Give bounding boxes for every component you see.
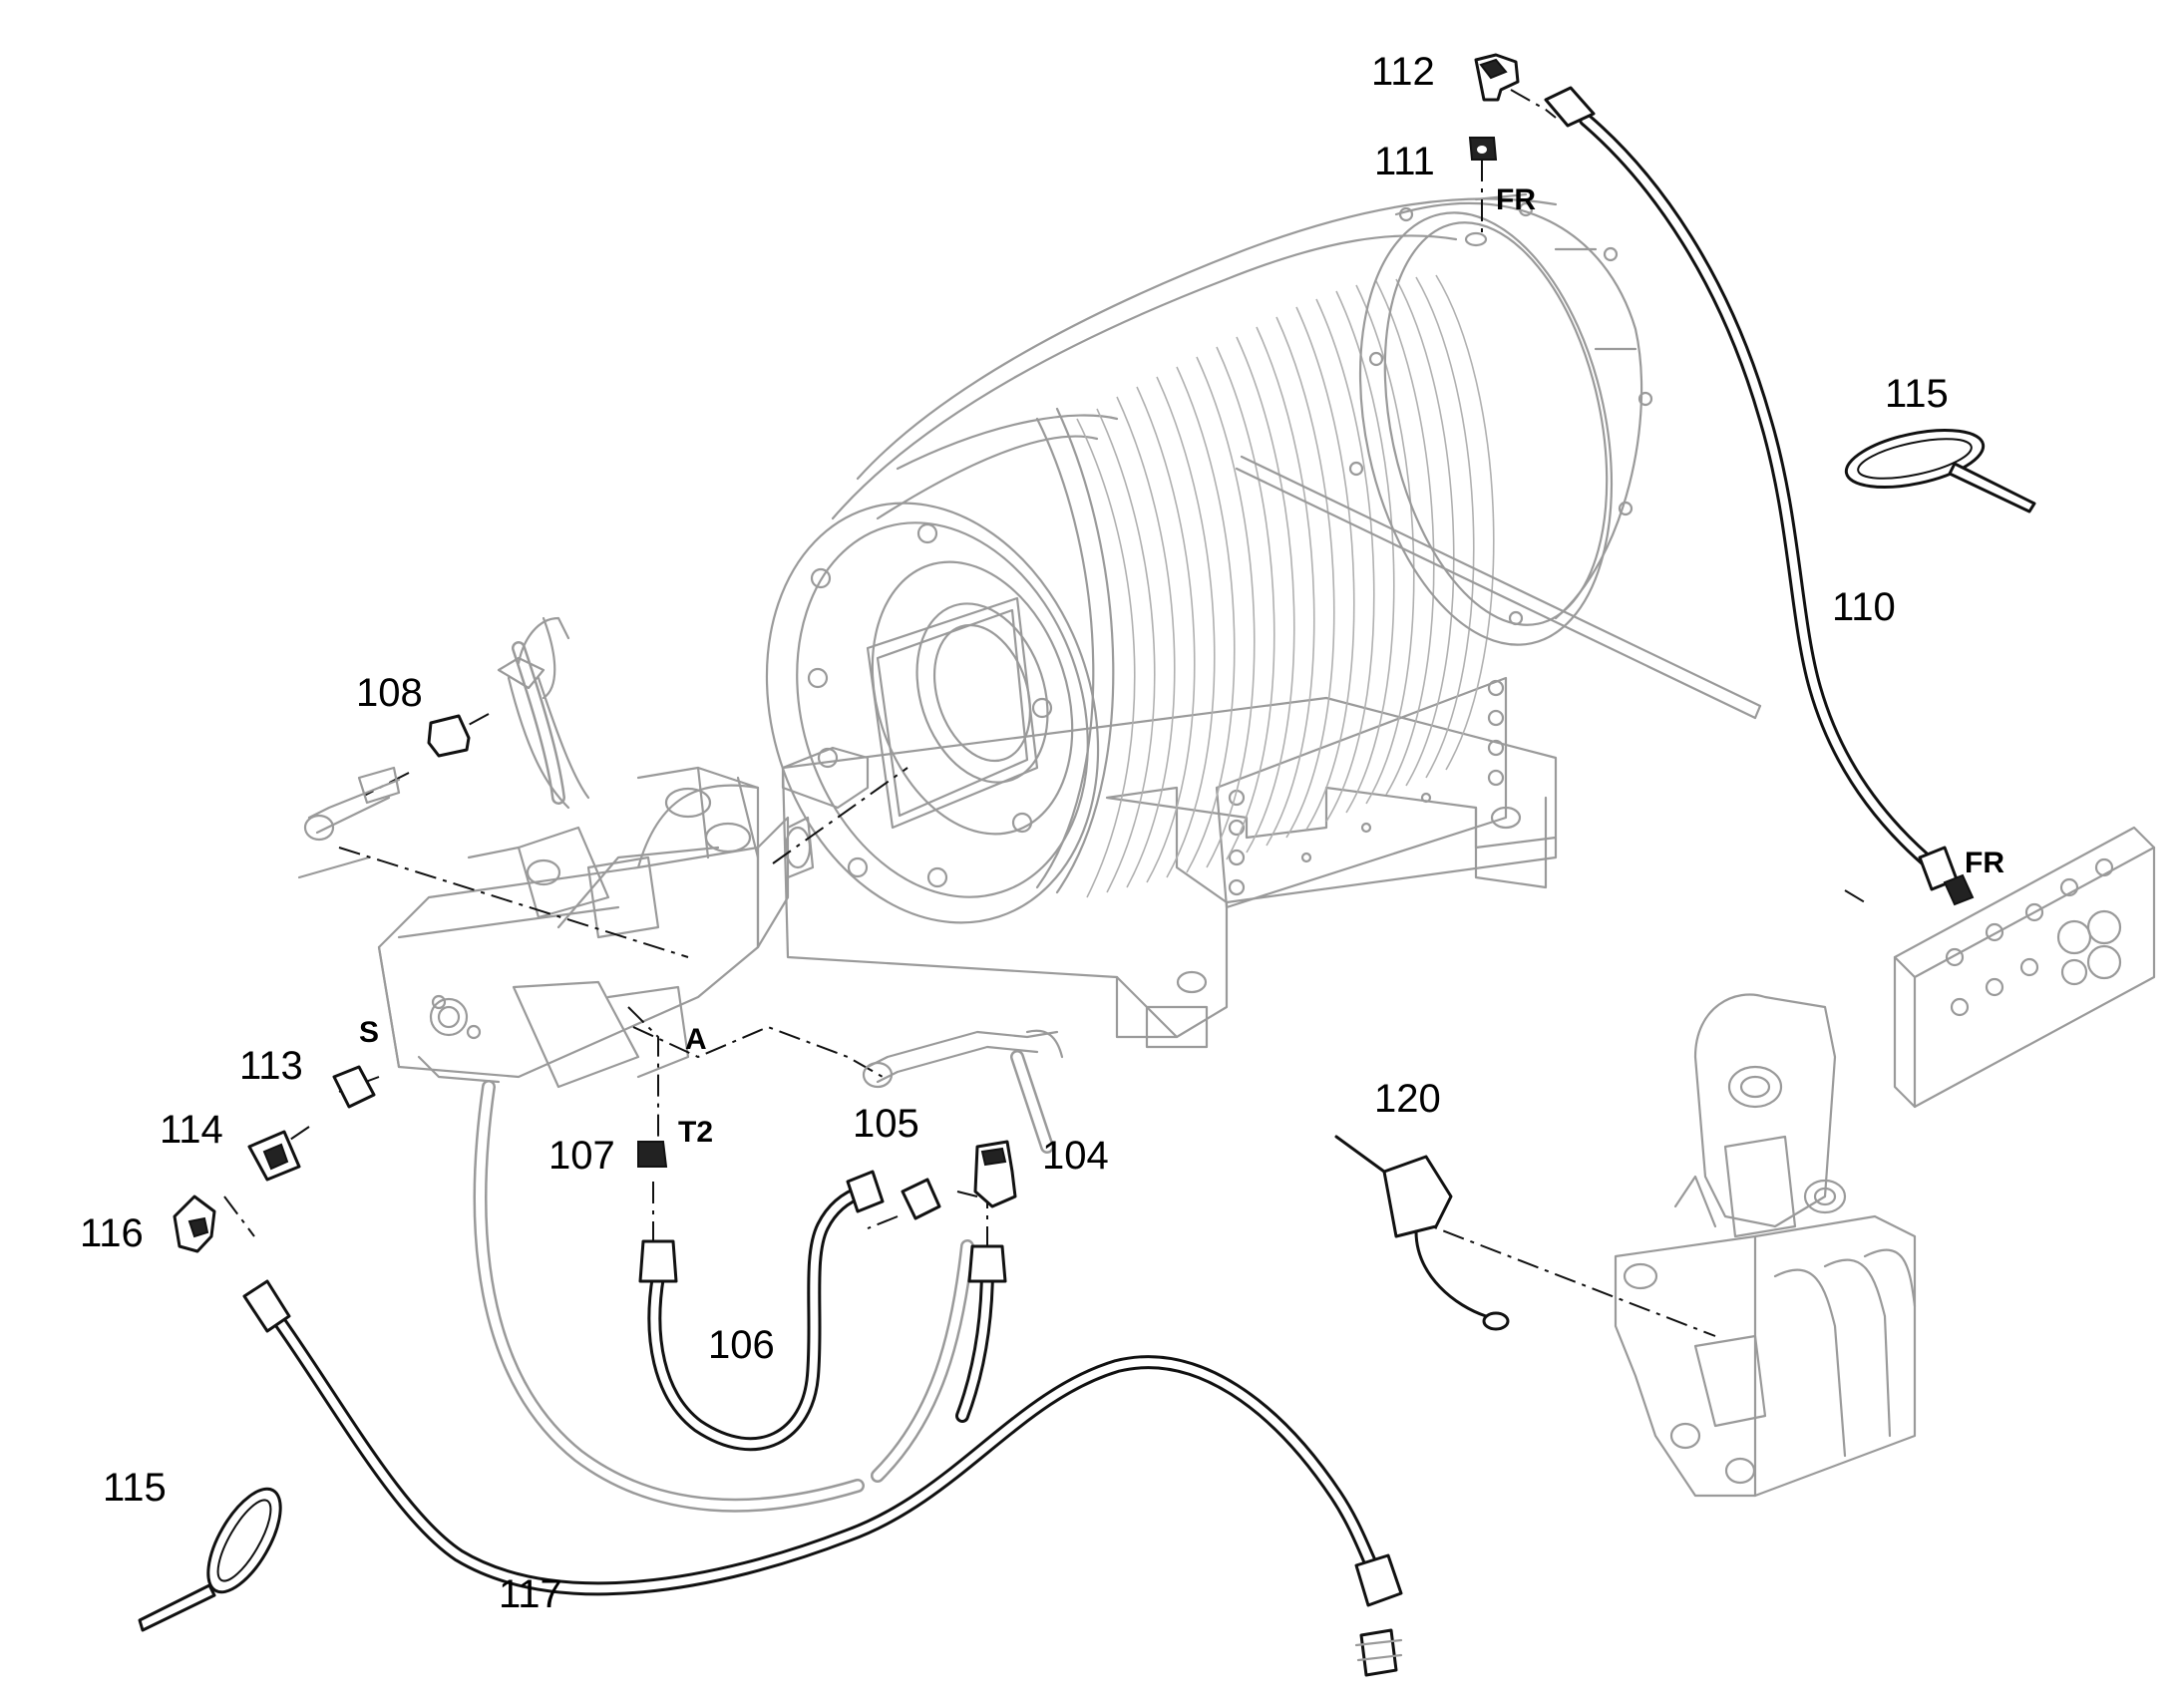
port-labels: FR FR S A T2 xyxy=(359,183,2004,1149)
callout-116: 116 xyxy=(80,1211,144,1255)
port-label-t2: T2 xyxy=(678,1116,713,1149)
callout-120: 120 xyxy=(1374,1077,1441,1121)
callout-117: 117 xyxy=(499,1572,562,1616)
port-label-s: S xyxy=(359,1016,379,1049)
fittings xyxy=(173,53,1520,1677)
callout-111: 111 xyxy=(1374,140,1435,183)
fitting-bulkhead xyxy=(1359,1628,1398,1677)
fitting-105 xyxy=(901,1178,941,1220)
port-label-fr-right: FR xyxy=(1965,847,2004,879)
fitting-113 xyxy=(332,1065,376,1109)
hose-110 xyxy=(1544,86,1975,906)
hose-106 xyxy=(638,1170,885,1452)
cable-tie-115-top xyxy=(1844,429,2036,513)
callout-107: 107 xyxy=(548,1134,615,1178)
fitting-108 xyxy=(427,714,471,758)
hose-104-branch xyxy=(955,1244,1007,1423)
fitting-107 xyxy=(637,1141,668,1168)
manifold-block xyxy=(1893,826,2156,1109)
callout-115-top: 115 xyxy=(1885,372,1949,416)
callout-108: 108 xyxy=(356,671,423,715)
callout-105: 105 xyxy=(853,1102,919,1146)
hook-block xyxy=(1614,993,1917,1498)
callout-104: 104 xyxy=(1042,1134,1109,1178)
port-label-a: A xyxy=(685,1023,707,1056)
callout-115-bottom: 115 xyxy=(103,1466,167,1510)
ghost-hoses xyxy=(473,641,1054,1513)
hose-117 xyxy=(242,1279,1403,1607)
callout-110: 110 xyxy=(1832,585,1896,629)
cable-tie-115-bottom xyxy=(138,1487,282,1632)
hose-108-ghost xyxy=(303,616,590,842)
port-label-fr-top: FR xyxy=(1496,183,1536,216)
callout-labels: 112 111 115 110 108 113 114 116 107 105 … xyxy=(80,50,1949,1616)
callout-112: 112 xyxy=(1371,50,1435,94)
sensor-120 xyxy=(1334,1135,1510,1331)
callout-114: 114 xyxy=(160,1108,223,1152)
winch-drum xyxy=(765,192,1762,1049)
hydraulic-motor xyxy=(297,766,815,1089)
callout-113: 113 xyxy=(239,1044,303,1088)
hose-105-ghost xyxy=(862,1029,1064,1089)
callout-106: 106 xyxy=(708,1323,775,1367)
